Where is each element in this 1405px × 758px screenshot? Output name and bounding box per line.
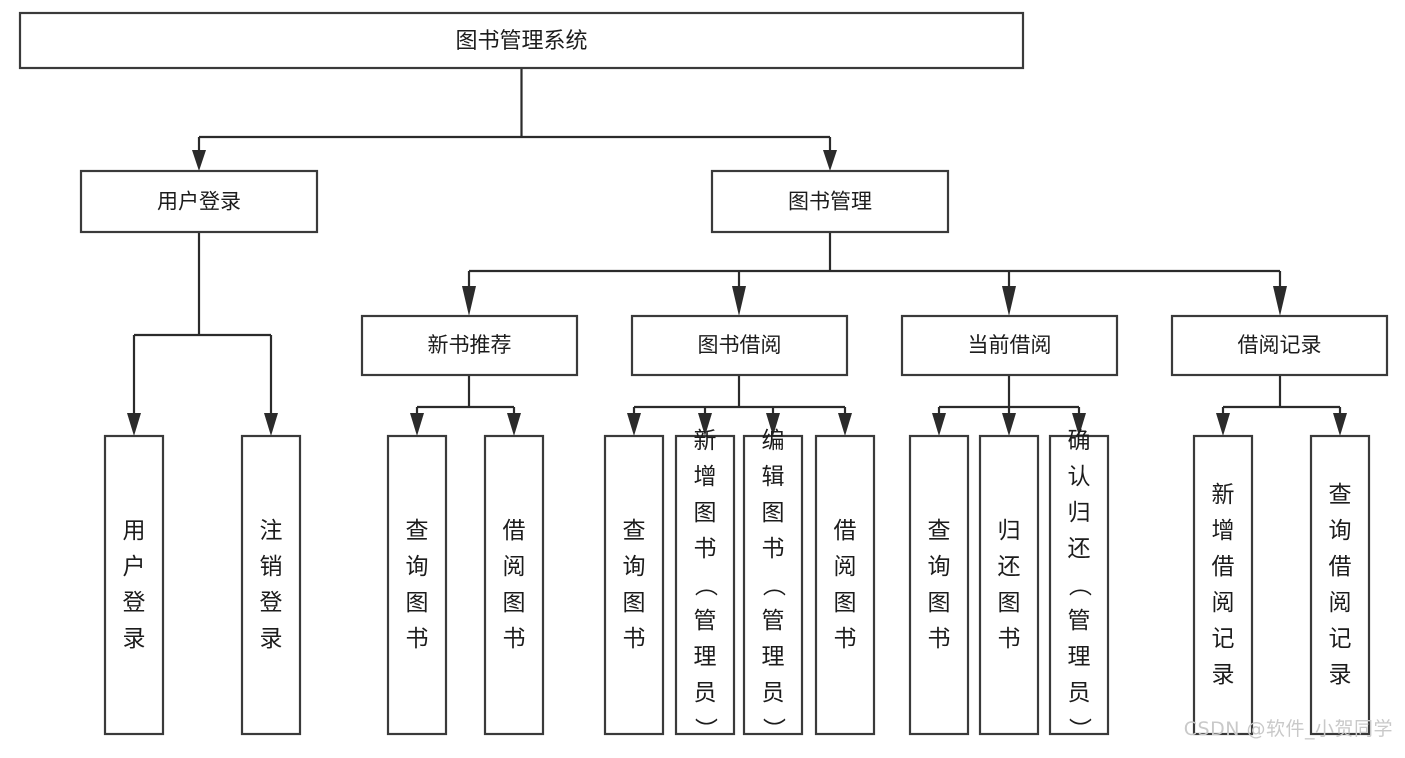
node-book-manage-box[interactable] <box>710 169 950 234</box>
node-user-login[interactable]: 用户登录 <box>79 169 319 234</box>
node-new-book-rec[interactable]: 新书推荐 <box>360 314 579 377</box>
leaf-query-book-2-box[interactable] <box>603 434 665 736</box>
node-user-login-box[interactable] <box>79 169 319 234</box>
leaf-layer <box>103 434 1371 736</box>
leaf-borrow-book-2-box[interactable] <box>814 434 876 736</box>
leaf-user-login-box[interactable] <box>103 434 165 736</box>
node-new-book-rec-label: 新书推荐 <box>428 333 512 357</box>
leaf-query-record-box[interactable] <box>1309 434 1371 736</box>
connector-layer <box>127 68 1347 436</box>
node-current-borrow-box[interactable] <box>900 314 1119 377</box>
node-current-borrow-label: 当前借阅 <box>968 333 1052 357</box>
leaf-add-record-box[interactable] <box>1192 434 1254 736</box>
leaf-add-book-box[interactable] <box>674 434 736 736</box>
arrow-head-bookborrow <box>732 286 746 316</box>
node-user-login-label: 用户登录 <box>157 190 241 214</box>
node-new-book-rec-box[interactable] <box>360 314 579 377</box>
arrow-head-leaf-query-book-1 <box>410 413 424 436</box>
arrow-head-leaf-query-book-2 <box>627 413 641 436</box>
arrow-head-userlogin <box>192 150 206 171</box>
leaf-query-book-3-box[interactable] <box>908 434 970 736</box>
node-borrow-record-label: 借阅记录 <box>1238 333 1322 357</box>
node-book-borrow[interactable]: 图书借阅 <box>630 314 849 377</box>
node-root-label: 图书管理系统 <box>455 29 587 54</box>
arrow-head-newbook <box>462 286 476 316</box>
arrow-head-leaf-add-record <box>1216 413 1230 436</box>
arrow-head-currentborrow <box>1002 286 1016 316</box>
arrow-head-leaf-borrow-book-1 <box>507 413 521 436</box>
node-borrow-record[interactable]: 借阅记录 <box>1170 314 1389 377</box>
arrow-head-borrowrecord <box>1273 286 1287 316</box>
node-book-borrow-label: 图书借阅 <box>698 333 782 357</box>
node-book-borrow-box[interactable] <box>630 314 849 377</box>
watermark-text: CSDN @软件_小贺同学 <box>1183 718 1393 740</box>
node-root-box[interactable] <box>18 11 1025 70</box>
leaf-return-book-box[interactable] <box>978 434 1040 736</box>
arrow-head-leaf-logout <box>264 413 278 436</box>
leaf-borrow-book-1-box[interactable] <box>483 434 545 736</box>
arrow-head-leaf-borrow-book-2 <box>838 413 852 436</box>
arrow-head-leaf-edit-book <box>766 413 780 436</box>
arrow-head-leaf-return-book <box>1002 413 1016 436</box>
arrow-head-leaf-query-book-3 <box>932 413 946 436</box>
node-current-borrow[interactable]: 当前借阅 <box>900 314 1119 377</box>
leaf-confirm-return-box[interactable] <box>1048 434 1110 736</box>
leaf-query-book-1-box[interactable] <box>386 434 448 736</box>
leaf-logout-box[interactable] <box>240 434 302 736</box>
node-borrow-record-box[interactable] <box>1170 314 1389 377</box>
arrow-head-leaf-add-book <box>698 413 712 436</box>
arrow-head-leaf-confirm-return <box>1072 413 1086 436</box>
arrow-head-leaf-query-record <box>1333 413 1347 436</box>
node-root[interactable]: 图书管理系统 <box>18 11 1025 70</box>
leaf-edit-book-box[interactable] <box>742 434 804 736</box>
node-book-manage[interactable]: 图书管理 <box>710 169 950 234</box>
arrow-head-bookmanage <box>823 150 837 171</box>
arrow-head-leaf-user-login <box>127 413 141 436</box>
node-book-manage-label: 图书管理 <box>788 190 872 214</box>
